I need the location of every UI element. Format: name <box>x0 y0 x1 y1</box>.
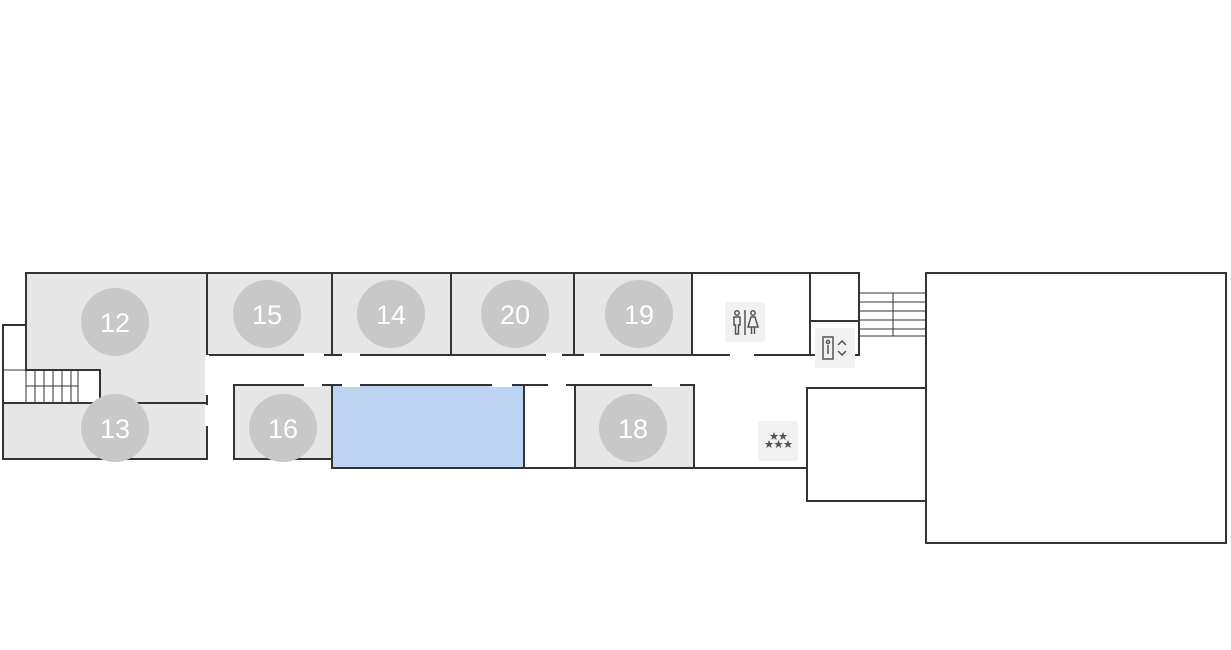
room-badge-20[interactable]: 20 <box>481 280 549 348</box>
staircase-east <box>859 292 926 337</box>
elevator-shaft[interactable] <box>809 272 860 322</box>
lounge-area <box>693 385 807 469</box>
stars-icon[interactable] <box>758 421 798 461</box>
doors <box>205 353 754 426</box>
side-room[interactable] <box>806 387 927 502</box>
room-label-15: 15 <box>252 300 282 330</box>
staircase-west <box>3 369 100 403</box>
room-badge-16[interactable]: 16 <box>249 394 317 462</box>
room-badge-15[interactable]: 15 <box>233 280 301 348</box>
highlighted-room[interactable] <box>331 384 525 469</box>
west-wing-wall <box>2 324 26 403</box>
room-badge-19[interactable]: 19 <box>605 280 673 348</box>
room-label-16: 16 <box>268 414 298 444</box>
room-badge-14[interactable]: 14 <box>357 280 425 348</box>
elevator-icon[interactable] <box>815 328 855 368</box>
room-badge-13[interactable]: 13 <box>81 394 149 462</box>
room-badge-18[interactable]: 18 <box>599 394 667 462</box>
room-badge-12[interactable]: 12 <box>81 288 149 356</box>
room-label-14: 14 <box>376 300 406 330</box>
restroom-icon[interactable] <box>725 302 765 342</box>
room-label-13: 13 <box>100 414 130 444</box>
large-hall[interactable] <box>925 272 1227 544</box>
room-label-19: 19 <box>624 300 654 330</box>
room-label-18: 18 <box>618 414 648 444</box>
corridor-room[interactable] <box>523 384 576 469</box>
room-label-12: 12 <box>100 308 130 338</box>
room-label-20: 20 <box>500 300 530 330</box>
